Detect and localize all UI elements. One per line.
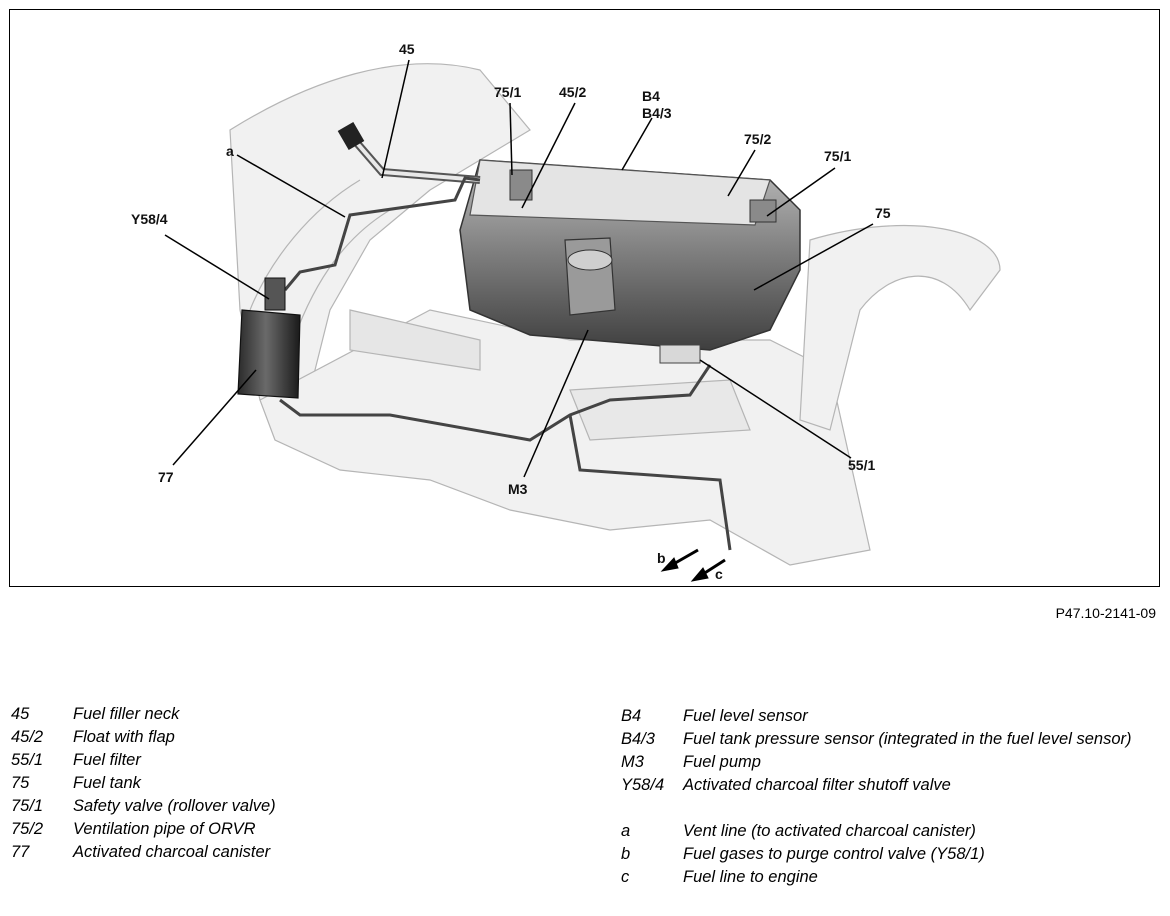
callout-m3: M3 — [508, 481, 528, 497]
activated-charcoal-canister — [237, 277, 301, 399]
callout-75: 75 — [875, 205, 891, 221]
leader-lines — [164, 59, 874, 478]
callout-45: 45 — [399, 41, 415, 57]
flow-arrows — [660, 548, 726, 582]
callout-75-1-top: 75/1 — [494, 84, 521, 100]
callout-75-1-right: 75/1 — [824, 148, 851, 164]
callout-y58-4: Y58/4 — [131, 211, 168, 227]
legend-spacer — [621, 797, 1141, 820]
fuel-filler-neck — [337, 121, 481, 184]
figure-reference: P47.10-2141-09 — [1055, 605, 1156, 621]
callout-45-2: 45/2 — [559, 84, 586, 100]
callout-55-1: 55/1 — [848, 457, 875, 473]
diagram-frame: 45 75/1 45/2 B4 B4/3 75/2 75/1 75 a Y58/… — [9, 9, 1160, 587]
callout-b: b — [657, 550, 666, 566]
callout-c: c — [715, 566, 723, 582]
fuel-system-illustration: 45 75/1 45/2 B4 B4/3 75/2 75/1 75 a Y58/… — [131, 41, 1001, 582]
callout-77: 77 — [158, 469, 174, 485]
callout-b4-3: B4/3 — [642, 105, 672, 121]
callout-75-2: 75/2 — [744, 131, 771, 147]
callout-a: a — [226, 143, 234, 159]
fuel-tank — [459, 159, 801, 364]
fuel-lines — [279, 176, 732, 551]
callout-b4: B4 — [642, 88, 660, 104]
vehicle-body-shell — [229, 63, 1001, 566]
